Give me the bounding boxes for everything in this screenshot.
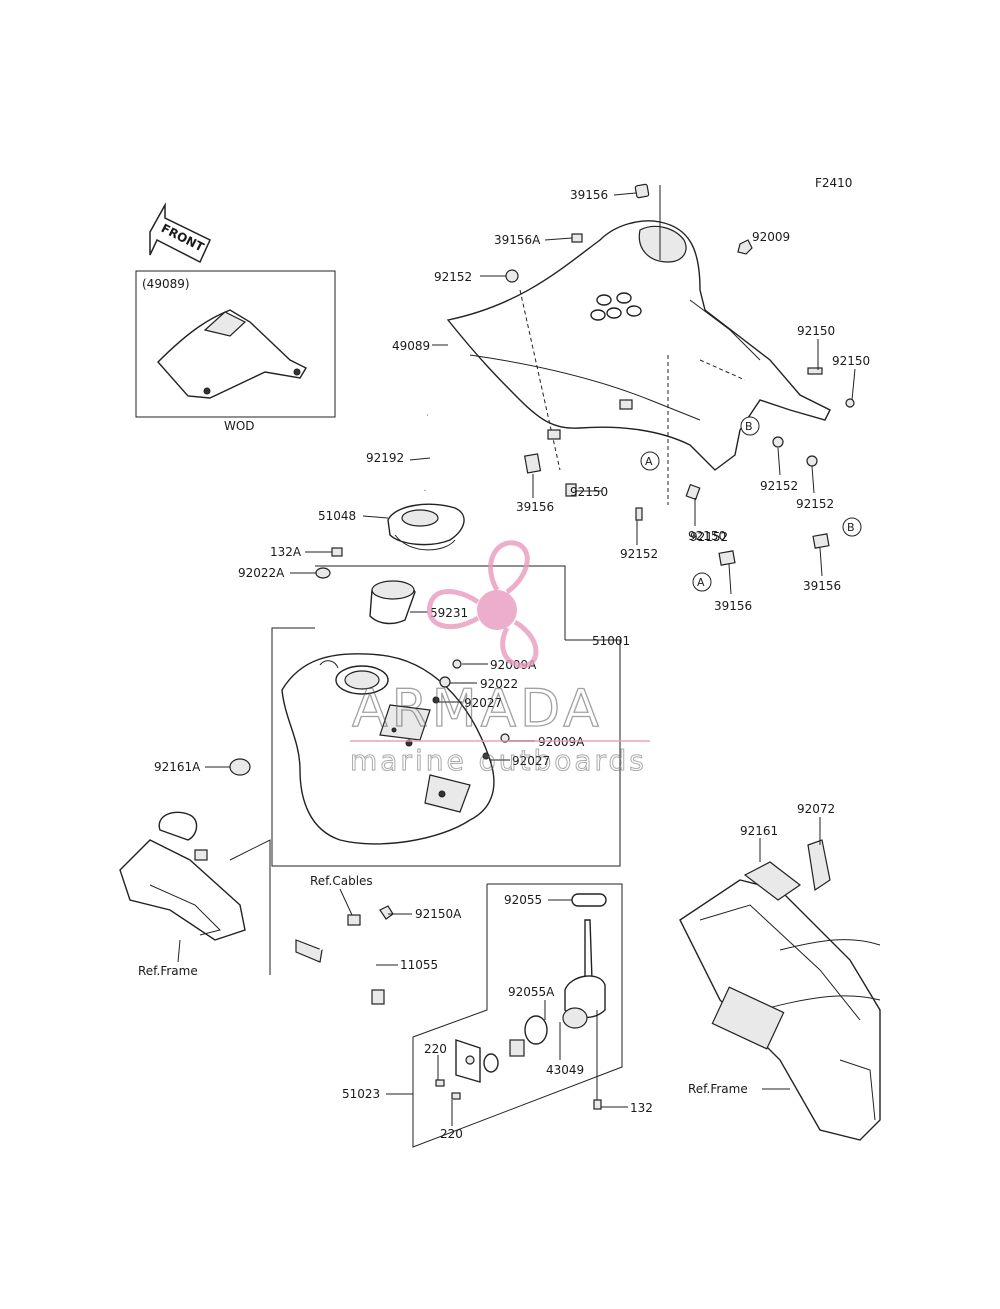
part-label-92152: 92152 [434, 270, 472, 284]
ref-frame-right-label: Ref.Frame [688, 1082, 748, 1096]
part-label-92150: 92150 [797, 324, 835, 338]
front-arrow-icon: FRONT [149, 202, 211, 264]
part-label-92152: 92152 [796, 497, 834, 511]
part-label-92161: 92161 [740, 824, 778, 838]
ref-cables-label: Ref.Cables [310, 874, 373, 888]
part-label-220: 220 [440, 1127, 463, 1141]
part-label-132: 132 [630, 1101, 653, 1115]
part-label-92055A: 92055A [508, 985, 555, 999]
part-label-92072: 92072 [797, 802, 835, 816]
part-label-51023: 51023 [342, 1087, 380, 1101]
part-label-92152: 92152 [620, 547, 658, 561]
part-label-92150A: 92150A [415, 907, 462, 921]
watermark-brand: ARMADA [352, 679, 603, 739]
callout-b-2: B [847, 521, 855, 534]
part-label-92022A: 92022A [238, 566, 285, 580]
part-label-92152: 92150 [570, 485, 608, 499]
part-label-92150: 92150 [832, 354, 870, 368]
callout-a-2: A [697, 576, 705, 589]
part-label-39156A: 39156A [494, 233, 541, 247]
figure-code: F2410 [815, 176, 852, 190]
part-label-43049: 43049 [546, 1063, 584, 1077]
left-frame-ref [119, 811, 271, 975]
fuel-cock-assembly-51023 [412, 883, 623, 1148]
wire-harness-11055 [295, 905, 394, 1005]
part-label-11055: 11055 [400, 958, 438, 972]
part-label-51048: 51048 [318, 509, 356, 523]
propeller-logo-icon [426, 540, 539, 668]
part-label-92009: 92009 [752, 230, 790, 244]
part-label-92161A: 92161A [154, 760, 201, 774]
ref-frame-left-label: Ref.Frame [138, 964, 198, 978]
part-label-92055: 92055 [504, 893, 542, 907]
part-label-39156: 39156 [570, 188, 608, 202]
armada-watermark: ARMADA marine outboards [350, 540, 650, 778]
part-label-92027: 92027 [512, 754, 550, 768]
part-label-51001: 51001 [592, 634, 630, 648]
right-frame-ref [679, 839, 881, 1141]
part-label-92027: 92027 [464, 696, 502, 710]
part-label-92192: 92150 [688, 529, 726, 543]
watermark-tagline: marine outboards [350, 744, 647, 777]
part-label-92152: 92152 [760, 479, 798, 493]
breather-hose-and-cap [387, 411, 474, 551]
part-label-92150: 92192 [366, 451, 404, 465]
part-label-132A: 132A [270, 545, 302, 559]
part-label-220: 220 [424, 1042, 447, 1056]
part-label-39156: 39156 [714, 599, 752, 613]
part-label-92150: 92152 [690, 530, 728, 544]
inset-part-ref: (49089) [142, 277, 190, 291]
callout-markers: B A B A [640, 416, 862, 592]
callout-a-1: A [645, 455, 653, 468]
part-label-39156: 39156 [803, 579, 841, 593]
radiator-shroud-49089 [446, 185, 831, 505]
callout-b-1: B [745, 420, 753, 433]
fuel-tank-51001 [271, 565, 621, 867]
shroud-hardware [505, 183, 855, 566]
inset-box: (49089) WOD [135, 270, 336, 433]
part-label-59231: 59231 [430, 606, 468, 620]
inset-variant-label: WOD [224, 419, 255, 433]
part-label-92022: 92022 [480, 677, 518, 691]
part-label-49089: 49089 [392, 339, 430, 353]
part-label-39156: 39156 [516, 500, 554, 514]
